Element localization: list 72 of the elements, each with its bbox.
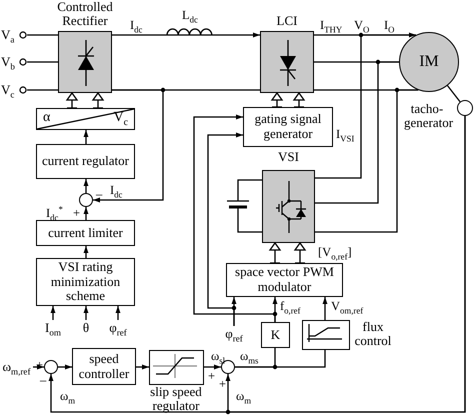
edge-label: I$_{THY}$ — [320, 19, 342, 34]
arrow — [58, 364, 72, 370]
edge-label: I$_{dc}$ — [110, 184, 122, 200]
control-block: gating signal generator — [243, 107, 333, 147]
control-block: VSI rating minimization scheme — [36, 258, 135, 306]
connector-line — [315, 89, 418, 233]
arrow — [136, 364, 149, 370]
edge-label: V$_{om,ref}$ — [331, 300, 364, 316]
control-block: space vector PWM modulator — [226, 263, 343, 297]
annotation-text: + — [73, 207, 80, 220]
arrow — [84, 246, 88, 258]
block-title: LCI — [276, 14, 298, 28]
connector-line — [315, 61, 399, 204]
control-block: current regulator — [36, 144, 135, 179]
arrow — [322, 297, 328, 320]
arrow — [116, 306, 120, 320]
arrow — [269, 242, 306, 264]
control-block: K — [261, 322, 290, 348]
arrow — [315, 32, 416, 179]
connector-line — [235, 348, 326, 368]
edge-label: ω$_{m}$ — [60, 390, 76, 406]
signal-label: I$_{om}$ — [42, 320, 64, 336]
signal-label: V$_{a}$ — [1, 28, 14, 45]
arrow — [33, 364, 44, 370]
block-title: VSI — [277, 150, 300, 164]
annotation-text: V$_{O}$ — [354, 19, 370, 34]
control-block: speed controller — [72, 348, 136, 385]
arrow — [207, 132, 243, 326]
connector-line — [27, 61, 58, 63]
annotation-text: I$_{O}$ — [384, 19, 394, 34]
arrow — [84, 306, 88, 320]
arrow — [112, 32, 260, 38]
arrow — [193, 114, 276, 322]
edge-label: ω$_{m}$ — [236, 390, 252, 406]
block-caption: flux control — [354, 320, 392, 349]
signal-label: θ — [80, 320, 92, 336]
arrow — [66, 92, 104, 109]
arrow — [202, 364, 221, 370]
arrow — [271, 92, 306, 108]
arrow — [84, 207, 88, 220]
summing-junction — [79, 193, 93, 207]
arrow — [50, 306, 56, 320]
arrow — [226, 116, 466, 413]
edge-label: ω$_{ms}$ — [240, 350, 258, 366]
connector-line — [27, 34, 58, 36]
summing-junction — [44, 360, 58, 374]
annotation-text: – — [96, 188, 102, 200]
edge-label: I$_{dc}$ — [130, 19, 142, 34]
connector-line — [447, 85, 461, 102]
annotation-text: – — [40, 374, 46, 386]
edge-label: [V$_{o,ref}$] — [318, 246, 352, 262]
annotation-text: + — [208, 370, 216, 382]
arrow — [84, 130, 88, 144]
control-block: current limiter — [36, 220, 135, 246]
annotation-text: L$_{dc}$ — [182, 9, 198, 24]
signal-label: ω$_{m,ref}$ — [0, 359, 33, 375]
block-title: Controlled Rectifier — [56, 0, 114, 29]
symbol-text: α — [43, 111, 50, 125]
signal-label: φ$_{ref}$ — [222, 326, 246, 342]
edge-label: I$_{VSI}$ — [336, 128, 354, 144]
connector-line — [27, 89, 58, 91]
edge-label: ω$_{sl}$ — [211, 350, 226, 366]
motor-circle: IM — [399, 32, 459, 92]
annotation-text: + — [219, 378, 226, 390]
signal-label: V$_{c}$ — [1, 83, 14, 100]
arrow — [84, 179, 88, 193]
block-caption: slip speed regulator — [149, 385, 203, 414]
edge-label: f$_{o,ref}$ — [280, 300, 300, 316]
signal-label: V$_{b}$ — [1, 55, 15, 72]
signal-label: φ$_{ref}$ — [106, 320, 130, 336]
arrow — [93, 89, 164, 202]
tachogenerator-circle — [457, 100, 473, 116]
